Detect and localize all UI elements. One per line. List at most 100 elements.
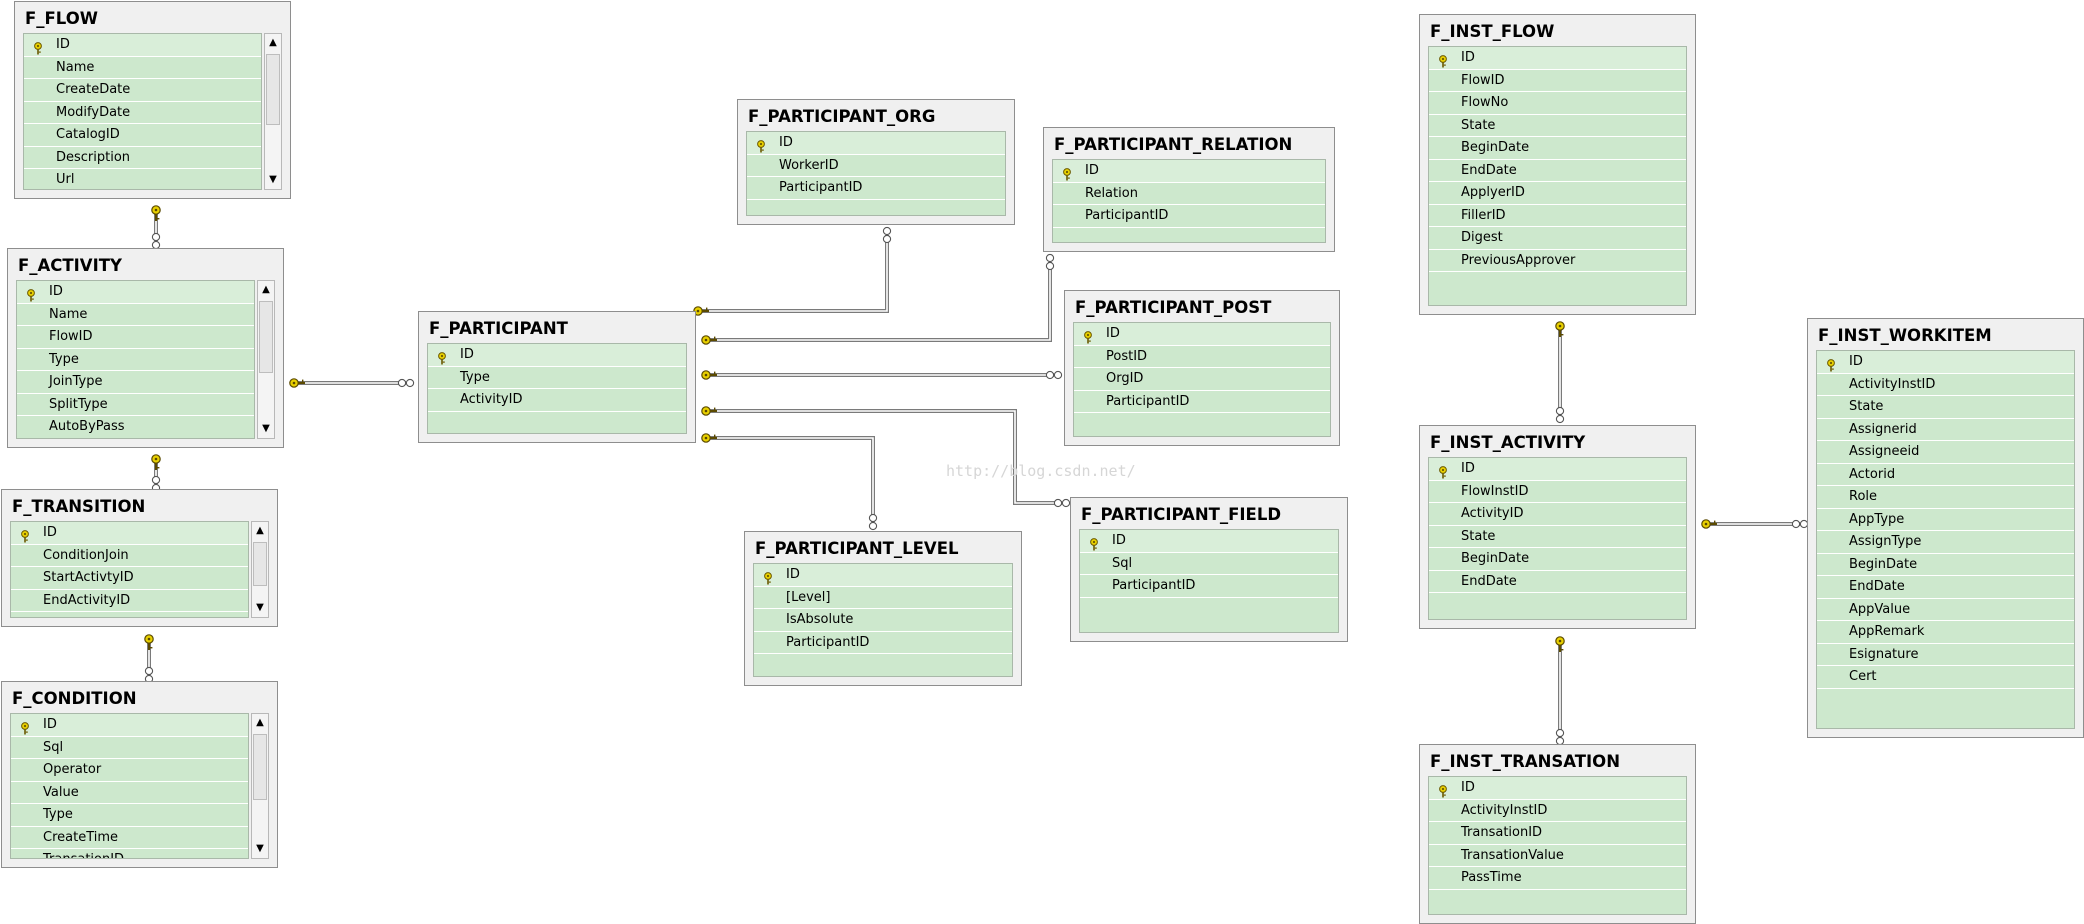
scroll-up-icon[interactable]: ▲ (265, 34, 281, 52)
column-row[interactable]: Description (24, 147, 261, 169)
vertical-scrollbar[interactable]: ▲▼ (251, 521, 269, 618)
column-row[interactable]: TransationID (11, 849, 248, 858)
primary-key-column[interactable]: ID (24, 34, 261, 57)
primary-key-column[interactable]: ID (754, 564, 1012, 587)
column-row[interactable]: Operator (11, 759, 248, 782)
column-row[interactable]: Actorid (1817, 464, 2074, 486)
column-row[interactable]: Assignerid (1817, 419, 2074, 441)
column-row[interactable]: AssignType (1817, 531, 2074, 554)
column-row[interactable]: Name (24, 57, 261, 79)
column-row[interactable]: Relation (1053, 183, 1325, 205)
scroll-thumb[interactable] (259, 301, 273, 374)
column-row[interactable]: State (1429, 526, 1686, 548)
scroll-down-icon[interactable]: ▼ (265, 171, 281, 189)
column-row[interactable]: Name (17, 304, 254, 326)
column-row[interactable]: AppRemark (1817, 621, 2074, 644)
column-row[interactable]: JoinType (17, 371, 254, 394)
scroll-down-icon[interactable]: ▼ (258, 420, 274, 438)
column-row[interactable]: Value (11, 782, 248, 804)
column-row[interactable]: ActivityInstID (1429, 800, 1686, 822)
column-row[interactable]: TransationValue (1429, 845, 1686, 867)
column-row[interactable]: EndDate (1429, 160, 1686, 182)
relationship-f-transition-to-f-condition[interactable] (144, 634, 154, 684)
relationship-f-activity-to-f-participant[interactable] (289, 378, 415, 388)
primary-key-column[interactable]: ID (1080, 530, 1338, 553)
column-row[interactable]: ParticipantID (747, 177, 1005, 200)
column-row[interactable]: Cert (1817, 666, 2074, 689)
column-row[interactable]: Sql (1080, 553, 1338, 575)
scroll-down-icon[interactable]: ▼ (252, 599, 268, 617)
column-row[interactable]: PassTime (1429, 867, 1686, 890)
column-row[interactable]: FlowNo (1429, 92, 1686, 115)
relationship-f-participant-to-f-participant-level[interactable] (701, 433, 878, 531)
column-row[interactable]: Type (428, 367, 686, 389)
scroll-up-icon[interactable]: ▲ (252, 522, 268, 540)
column-row[interactable]: BeginDate (1817, 554, 2074, 576)
column-row[interactable]: ModifyDate (24, 102, 261, 124)
primary-key-column[interactable]: ID (1429, 458, 1686, 481)
column-row[interactable]: CreateTime (11, 827, 248, 849)
column-row[interactable]: Type (11, 804, 248, 827)
column-row[interactable]: AutoByPass (17, 416, 254, 438)
column-row[interactable]: ParticipantID (754, 632, 1012, 654)
column-row[interactable]: BeginDate (1429, 137, 1686, 160)
column-row[interactable]: ApplyerID (1429, 182, 1686, 205)
column-row[interactable]: FlowInstID (1429, 481, 1686, 503)
primary-key-column[interactable]: ID (747, 132, 1005, 155)
column-row[interactable]: Esignature (1817, 644, 2074, 666)
primary-key-column[interactable]: ID (1074, 323, 1330, 346)
column-row[interactable]: Role (1817, 486, 2074, 509)
primary-key-column[interactable]: ID (11, 714, 248, 737)
primary-key-column[interactable]: ID (1429, 777, 1686, 800)
primary-key-column[interactable]: ID (17, 281, 254, 304)
relationship-f-participant-to-f-participant-relation[interactable] (701, 253, 1055, 345)
primary-key-column[interactable]: ID (1053, 160, 1325, 183)
column-row[interactable]: [Level] (754, 587, 1012, 609)
relationship-f-inst-flow-to-f-inst-activity[interactable] (1555, 321, 1565, 424)
scroll-up-icon[interactable]: ▲ (258, 281, 274, 299)
column-row[interactable]: EndDate (1817, 576, 2074, 599)
primary-key-column[interactable]: ID (11, 522, 248, 545)
column-row[interactable]: State (1817, 396, 2074, 419)
relationship-f-activity-to-f-transition[interactable] (151, 454, 161, 493)
scroll-thumb[interactable] (253, 542, 267, 586)
column-row[interactable]: EndDate (1429, 571, 1686, 593)
vertical-scrollbar[interactable]: ▲▼ (251, 713, 269, 859)
relationship-f-inst-activity-to-f-inst-workitem[interactable] (1701, 519, 1809, 529)
column-row[interactable]: EndActivityID (11, 590, 248, 612)
primary-key-column[interactable]: ID (428, 344, 686, 367)
column-row[interactable]: Assigneeid (1817, 441, 2074, 464)
column-row[interactable]: ActivityInstID (1817, 374, 2074, 396)
relationship-f-inst-activity-to-f-inst-transation[interactable] (1555, 636, 1565, 746)
vertical-scrollbar[interactable]: ▲▼ (264, 33, 282, 190)
column-row[interactable]: ActivityID (1429, 503, 1686, 526)
column-row[interactable]: AppValue (1817, 599, 2074, 621)
column-row[interactable]: FlowID (1429, 70, 1686, 92)
column-row[interactable]: TransationID (1429, 822, 1686, 845)
relationship-f-flow-to-f-activity[interactable] (151, 205, 161, 250)
column-row[interactable]: BeginDate (1429, 548, 1686, 571)
column-row[interactable]: SplitType (17, 394, 254, 416)
column-row[interactable]: ParticipantID (1053, 205, 1325, 228)
primary-key-column[interactable]: ID (1429, 47, 1686, 70)
vertical-scrollbar[interactable]: ▲▼ (257, 280, 275, 439)
column-row[interactable]: Url (24, 169, 261, 189)
column-row[interactable]: FlowID (17, 326, 254, 349)
column-row[interactable]: OrgID (1074, 368, 1330, 391)
column-row[interactable]: State (1429, 115, 1686, 137)
primary-key-column[interactable]: ID (1817, 351, 2074, 374)
column-row[interactable]: ConditionJoin (11, 545, 248, 567)
column-row[interactable]: WorkerID (747, 155, 1005, 177)
